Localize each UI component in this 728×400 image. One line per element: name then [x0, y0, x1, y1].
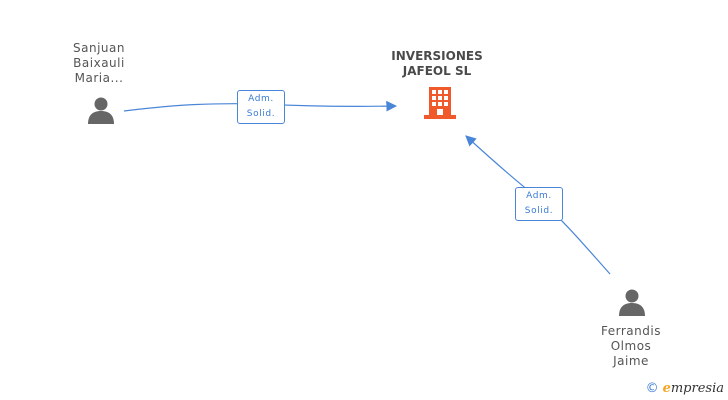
- empresia-watermark: ©empresia: [646, 381, 724, 396]
- person-name-line-3: Maria...: [74, 71, 124, 85]
- person-icon[interactable]: [88, 97, 114, 125]
- person-label-ferrandis[interactable]: Ferrandis Olmos Jaime: [588, 324, 674, 369]
- brand-name: mpresia: [670, 381, 724, 396]
- brand-initial: e: [662, 381, 671, 396]
- copyright-icon: ©: [645, 381, 659, 396]
- person-name-line-1: Ferrandis: [601, 324, 661, 338]
- person-name-line-1: Sanjuan: [73, 41, 125, 55]
- company-name-line-1: INVERSIONES: [391, 49, 483, 63]
- person-label-sanjuan[interactable]: Sanjuan Baixauli Maria...: [56, 41, 142, 86]
- edge-label-line-2: Solid.: [524, 206, 554, 216]
- building-icon[interactable]: [424, 87, 456, 119]
- company-name[interactable]: INVERSIONES JAFEOL SL: [377, 49, 497, 79]
- company-name-line-2: JAFEOL SL: [402, 64, 472, 78]
- person-name-line-3: Jaime: [613, 354, 649, 368]
- person-name-line-2: Olmos: [610, 339, 652, 353]
- edge-label-line-2: Solid.: [246, 109, 276, 119]
- edge-label-line-1: Adm.: [248, 94, 274, 104]
- edge-label-1: Adm. Solid.: [237, 90, 285, 124]
- edge-label-2: Adm. Solid.: [515, 187, 563, 221]
- edge-label-line-1: Adm.: [526, 191, 552, 201]
- person-name-line-2: Baixauli: [73, 56, 125, 70]
- person-icon[interactable]: [619, 289, 645, 317]
